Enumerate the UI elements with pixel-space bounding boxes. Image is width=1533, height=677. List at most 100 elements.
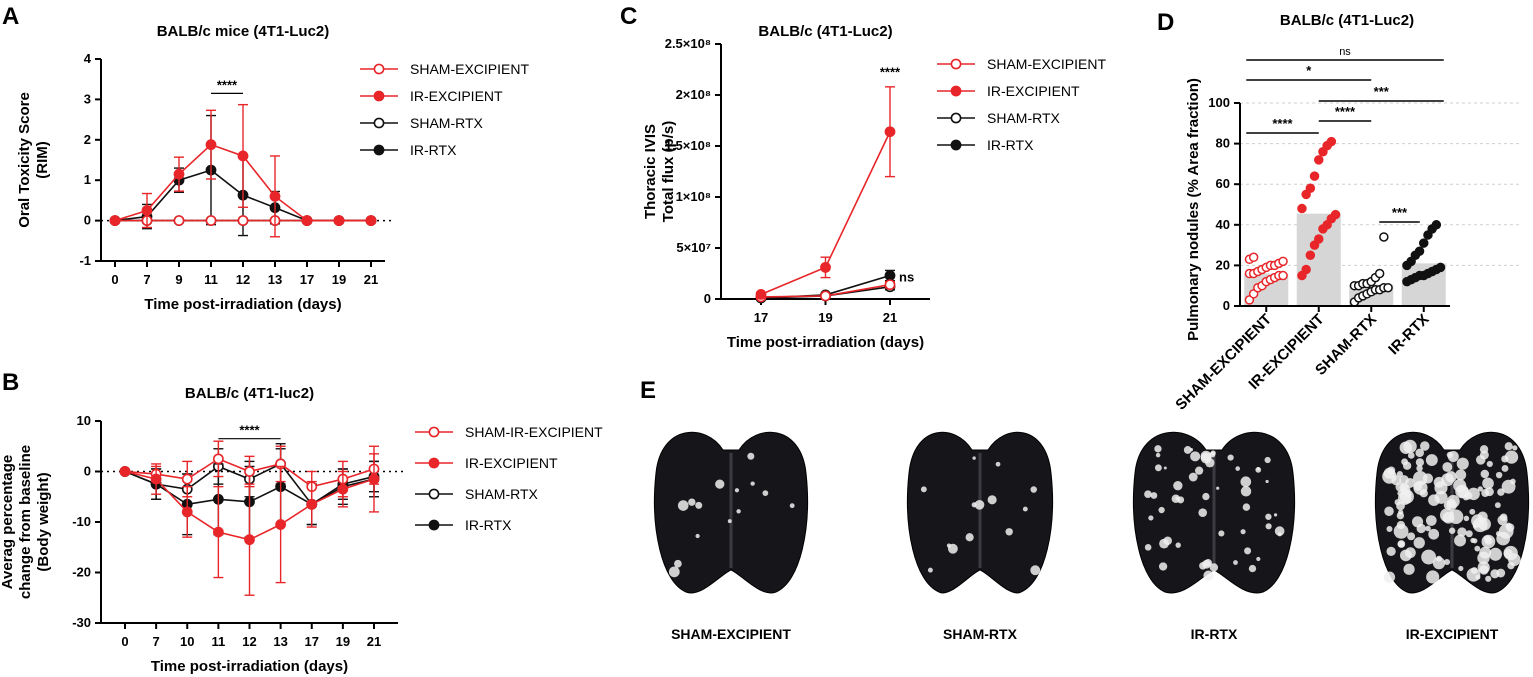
nodule <box>1467 487 1480 501</box>
data-point <box>755 289 767 300</box>
annotation-label: ns <box>899 270 914 285</box>
data-point <box>237 215 249 226</box>
nodule <box>1477 486 1483 492</box>
y-tick-label: 1 <box>84 172 91 187</box>
y-tick-label: -30 <box>72 615 91 630</box>
y-axis-label: Total flux (p/s) <box>660 121 677 222</box>
nodule <box>1240 486 1252 497</box>
nodule <box>1481 534 1496 549</box>
data-point <box>173 168 185 180</box>
legend-marker <box>373 63 385 75</box>
nodule <box>1396 471 1404 478</box>
nodule <box>974 499 985 510</box>
scatter-point <box>1314 155 1324 165</box>
scatter-point <box>1305 183 1316 194</box>
data-point <box>269 190 281 202</box>
x-tick-label: 19 <box>818 310 832 325</box>
nodule <box>1485 575 1492 582</box>
panel-label-d: D <box>1157 9 1174 36</box>
y-tick-label: -1 <box>79 253 91 268</box>
legend-marker <box>950 85 962 97</box>
x-tick-label: 21 <box>364 272 378 287</box>
nodule <box>965 533 974 542</box>
y-axis-label: Pulmonary nodules (% Area fraction) <box>1185 78 1202 341</box>
nodule <box>1494 502 1501 509</box>
nodule <box>1189 447 1194 452</box>
nodule <box>1233 560 1238 565</box>
nodule <box>920 486 927 493</box>
nodule <box>674 559 682 568</box>
nodule <box>1022 506 1028 512</box>
data-point <box>205 139 217 151</box>
y-tick-label: 2×10⁸ <box>676 87 711 102</box>
nodule <box>695 533 700 539</box>
nodule <box>1198 508 1208 517</box>
nodule <box>1455 469 1467 481</box>
nodule <box>677 500 689 511</box>
nodule <box>1510 478 1516 485</box>
nodule <box>1421 549 1437 565</box>
nodule <box>1175 542 1181 548</box>
nodule <box>1479 546 1492 559</box>
nodule <box>971 502 977 508</box>
legend-label: SHAM-EXCIPIENT <box>987 56 1106 72</box>
nodule <box>1479 445 1489 454</box>
significance-label: **** <box>1335 104 1356 119</box>
legend-marker <box>373 117 385 129</box>
nodule <box>1163 466 1167 470</box>
y-axis-label: Averag percentage <box>0 455 16 590</box>
photo-caption: SHAM-EXCIPIENT <box>671 626 791 642</box>
data-point <box>365 215 377 226</box>
scatter-point <box>1314 234 1324 244</box>
nodule <box>1446 451 1453 459</box>
nodule <box>688 498 696 506</box>
nodule <box>1240 476 1252 488</box>
nodule <box>1274 526 1285 536</box>
nodule <box>1398 509 1404 515</box>
x-tick-label: 13 <box>273 634 287 649</box>
nodule <box>1504 442 1513 451</box>
data-point <box>820 261 831 273</box>
y-tick-label: 0 <box>84 213 91 228</box>
significance-label: *** <box>1374 84 1390 99</box>
data-point <box>109 215 121 226</box>
nodule <box>1448 527 1456 535</box>
nodule <box>1457 527 1467 537</box>
y-tick-label: 80 <box>1216 136 1230 151</box>
nodule <box>1242 503 1251 511</box>
legend-marker <box>428 519 440 531</box>
data-point <box>275 519 287 530</box>
legend-marker <box>950 139 962 151</box>
nodule <box>1416 465 1423 472</box>
y-tick-label: 100 <box>1208 95 1230 110</box>
nodule <box>927 567 933 573</box>
data-point <box>820 290 831 302</box>
nodule <box>1501 465 1509 472</box>
x-tick-label: 9 <box>175 272 182 287</box>
scatter-point <box>1379 232 1389 242</box>
x-tick-label: IR-RTX <box>1385 311 1432 358</box>
nodule <box>1433 476 1445 488</box>
nodule <box>734 488 740 493</box>
nodule <box>1425 454 1438 466</box>
chart-title: BALB/c (4T1-Luc2) <box>758 23 892 40</box>
scatter-point <box>1297 203 1307 214</box>
y-axis-label: (Body weight) <box>35 472 52 571</box>
nodule <box>1273 513 1278 517</box>
data-point <box>205 215 217 226</box>
scatter-point <box>1278 256 1288 267</box>
nodule <box>1504 450 1519 464</box>
scatter-point <box>1419 238 1429 248</box>
nodule <box>1472 523 1479 529</box>
y-tick-label: 0 <box>1223 298 1230 313</box>
nodule <box>1384 506 1394 517</box>
y-tick-label: 10 <box>77 413 91 428</box>
legend-label: SHAM-RTX <box>465 486 539 502</box>
nodule <box>1144 544 1152 551</box>
y-axis-label: Oral Toxicity Score <box>16 92 33 228</box>
nodule <box>972 456 976 460</box>
photo-caption: SHAM-RTX <box>943 626 1018 642</box>
